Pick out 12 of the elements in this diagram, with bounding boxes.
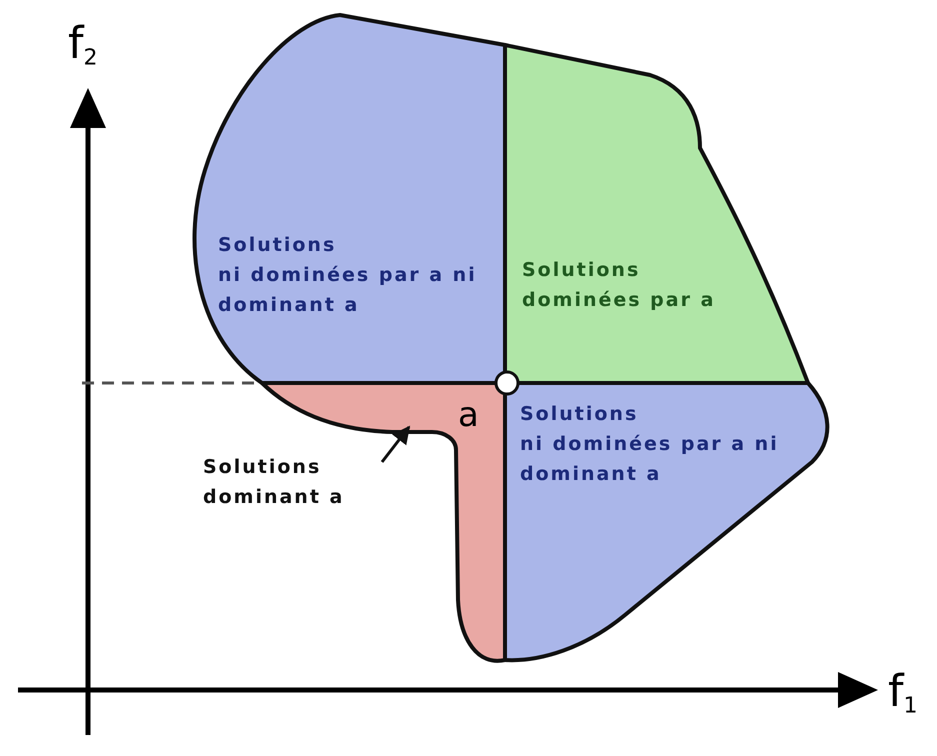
region-label: Solutions: [522, 258, 642, 283]
axis-label: f$_{1}$: [888, 670, 918, 718]
region-label: Solutions: [218, 233, 338, 258]
axis-label: f$_{2}$: [68, 22, 98, 70]
region-label: dominées par a: [522, 288, 716, 313]
region-label: ni dominées par a ni dominant a: [520, 432, 780, 487]
region-label: dominant a: [203, 485, 346, 510]
region-label: ni dominées par a ni dominant a: [218, 263, 478, 318]
region-label: Solutions: [203, 455, 322, 480]
leader-arrow: [380, 426, 410, 463]
region-label: Solutions: [520, 402, 640, 427]
point-label: a: [458, 398, 479, 432]
